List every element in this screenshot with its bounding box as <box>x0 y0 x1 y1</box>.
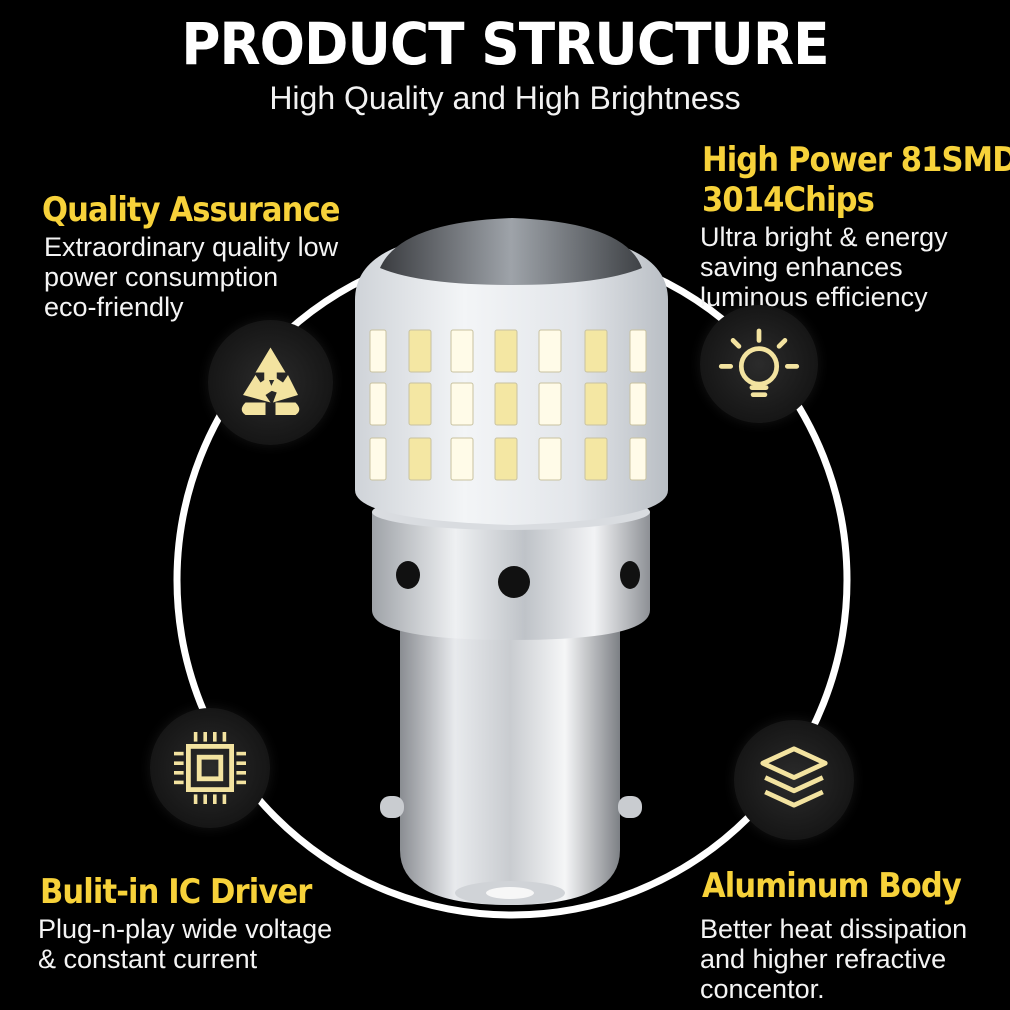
led-chip <box>369 329 387 373</box>
ic-driver-heading: Bulit-in IC Driver <box>40 872 312 912</box>
description-line: saving enhances <box>700 252 903 282</box>
description-line: & constant current <box>38 944 258 974</box>
description-line: Extraordinary quality low <box>44 232 339 262</box>
heading-line: Bulit-in IC Driver <box>40 872 312 912</box>
high-power-description: Ultra bright & energy saving enhances lu… <box>700 222 948 312</box>
aluminum-body-heading: Aluminum Body <box>702 866 962 906</box>
led-chip <box>538 382 562 426</box>
description-line: eco-friendly <box>44 292 184 322</box>
led-chip <box>450 437 474 481</box>
layers-icon <box>734 720 854 840</box>
heading-line: High Power 81SMD <box>702 140 1010 180</box>
quality-assurance-heading: Quality Assurance <box>42 190 341 230</box>
led-chip <box>494 437 518 481</box>
led-chip <box>584 437 608 481</box>
led-chip <box>450 329 474 373</box>
led-chip <box>408 437 432 481</box>
led-chip <box>494 382 518 426</box>
description-line: Better heat dissipation <box>700 914 968 944</box>
ic-driver-description: Plug-n-play wide voltage & constant curr… <box>38 914 332 974</box>
led-chip <box>629 329 647 373</box>
led-chip <box>369 382 387 426</box>
aluminum-body-description: Better heat dissipation and higher refra… <box>700 914 967 1004</box>
page-title: PRODUCT STRUCTURE <box>181 10 829 78</box>
led-chip <box>369 437 387 481</box>
light-bulb-icon <box>700 305 818 423</box>
quality-assurance-description: Extraordinary quality low power consumpt… <box>44 232 338 322</box>
led-chip <box>538 329 562 373</box>
description-line: Plug-n-play wide voltage <box>38 914 333 944</box>
chip-icon <box>150 708 270 828</box>
description-line: power consumption <box>44 262 279 292</box>
led-chip <box>450 382 474 426</box>
description-line: luminous efficiency <box>700 282 928 312</box>
description-line: and higher refractive <box>700 944 947 974</box>
led-chip <box>408 329 432 373</box>
led-chip <box>408 382 432 426</box>
page-subtitle: High Quality and High Brightness <box>269 80 741 116</box>
recycle-icon <box>208 320 333 445</box>
led-chip-grid <box>369 329 647 481</box>
description-line: Ultra bright & energy <box>700 222 948 252</box>
led-chip <box>584 382 608 426</box>
led-chip <box>584 329 608 373</box>
high-power-heading: High Power 81SMD 3014Chips <box>702 140 1010 220</box>
led-chip <box>629 382 647 426</box>
description-line: concentor. <box>700 974 825 1004</box>
led-chip <box>629 437 647 481</box>
heading-line: 3014Chips <box>702 180 875 220</box>
heading-line: Aluminum Body <box>702 866 962 906</box>
heading-line: Quality Assurance <box>42 190 341 230</box>
led-chip <box>494 329 518 373</box>
led-chip <box>538 437 562 481</box>
